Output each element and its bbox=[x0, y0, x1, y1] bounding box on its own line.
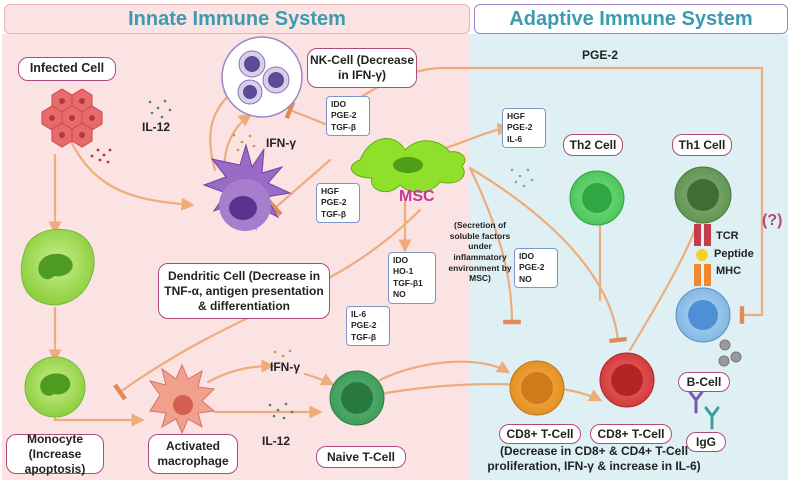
inhibit-dc bbox=[267, 158, 332, 217]
arrow-naive-cd8a bbox=[378, 360, 511, 382]
ifn-particles-bottom bbox=[273, 349, 292, 358]
arrow-naive-cd8b bbox=[378, 383, 603, 402]
b-cell-label: B-Cell bbox=[678, 372, 730, 392]
tcr-label: TCR bbox=[716, 230, 739, 242]
ifn-gamma-top-label: IFN-γ bbox=[266, 136, 296, 150]
innate-header: Innate Immune System bbox=[4, 4, 470, 34]
cd8-cell-label-b: CD8+ T-Cell bbox=[590, 424, 672, 444]
il12-particles-bottom bbox=[268, 402, 294, 420]
ifn-particles-top bbox=[232, 133, 256, 156]
cd8-t-cell-b bbox=[599, 352, 655, 408]
pge2-top-label: PGE-2 bbox=[582, 48, 619, 62]
arrow-ifn-naive bbox=[303, 372, 335, 386]
antigen-presenting-cell bbox=[20, 228, 95, 306]
mhc-label: MHC bbox=[716, 265, 742, 277]
dendritic-cell bbox=[202, 143, 292, 231]
b-cell bbox=[675, 287, 731, 343]
th1-cell bbox=[674, 166, 732, 224]
msc-label: MSC bbox=[399, 188, 435, 205]
igg-icon bbox=[688, 390, 720, 430]
nk-cell bbox=[221, 36, 303, 118]
monocyte-label: Monocyte (Increase apoptosis) bbox=[6, 432, 104, 476]
activated-macrophage-label: Activated macrophage bbox=[148, 434, 238, 474]
cd8-cell-label-a: CD8+ T-Cell bbox=[499, 424, 581, 444]
th1-cell-label: Th1 Cell bbox=[672, 134, 732, 156]
activated-macrophage-cell bbox=[148, 363, 216, 435]
th2-cell bbox=[569, 170, 625, 226]
cd8-t-cell-a bbox=[509, 360, 565, 416]
arrow-macrophage-ifn bbox=[206, 359, 275, 384]
adaptive-header: Adaptive Immune System bbox=[474, 4, 788, 34]
il12-bottom-label: IL-12 bbox=[262, 434, 291, 448]
ifn-gamma-bottom-label: IFN-γ bbox=[270, 360, 300, 374]
il12-particles-top bbox=[148, 99, 172, 119]
inhibit-cd8a bbox=[468, 166, 521, 325]
secretion-note: (Secretion of soluble factors under infl… bbox=[448, 220, 512, 284]
infected-cell-cluster bbox=[41, 88, 112, 164]
cd8-effect-label: (Decrease in CD8+ & CD4+ T-Cell prolifer… bbox=[487, 444, 701, 473]
inhibit-cd8b bbox=[468, 166, 627, 344]
infected-cell-label: Infected Cell bbox=[18, 57, 116, 81]
nk-cell-label: NK-Cell (Decrease in IFN-γ) bbox=[307, 48, 417, 88]
peptide-label: Peptide bbox=[714, 248, 754, 260]
msc-cell bbox=[350, 138, 466, 193]
igg-label: IgG bbox=[686, 432, 726, 452]
th2-cell-label: Th2 Cell bbox=[563, 134, 623, 156]
arrow-infected-dc bbox=[63, 126, 195, 211]
antibody-particles bbox=[718, 339, 742, 367]
question-label: (?) bbox=[762, 212, 783, 229]
tcr-peptide-mhc-complex bbox=[694, 224, 711, 286]
naive-t-cell-label: Naive T-Cell bbox=[316, 446, 406, 468]
monocyte-cell bbox=[24, 356, 86, 418]
dendritic-cell-label: Dendritic Cell (Decrease in TNF-α, antig… bbox=[158, 263, 330, 319]
il12-top-label: IL-12 bbox=[142, 120, 171, 134]
hgf-particles bbox=[510, 168, 534, 188]
naive-t-cell bbox=[329, 370, 385, 426]
